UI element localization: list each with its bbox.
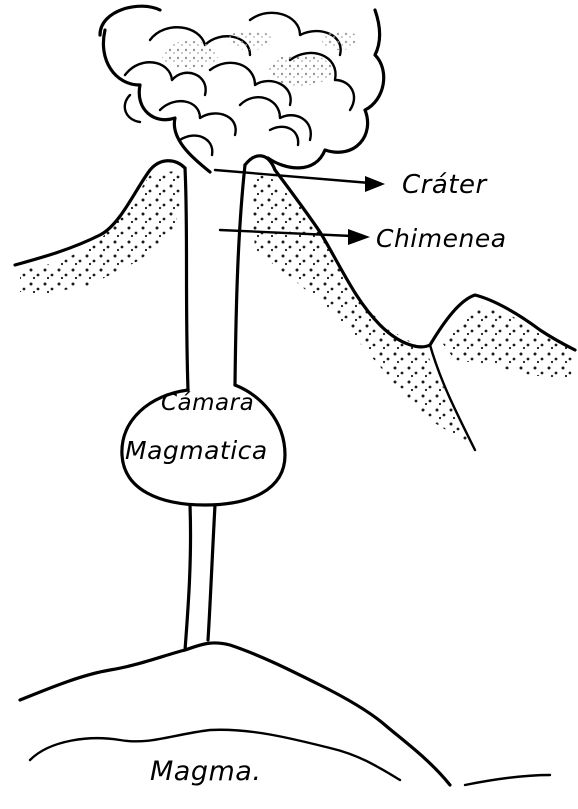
magma-chamber-label-line2: Magmatica	[125, 436, 268, 465]
crater-label: Cráter	[402, 170, 487, 200]
left-mountain	[15, 161, 185, 295]
feeder-pipe	[185, 505, 215, 650]
magma-chamber-label-line1: Cámara	[161, 390, 254, 416]
crater-arrow	[215, 170, 385, 192]
magma-label: Magma.	[150, 756, 261, 787]
chimenea-label: Chimenea	[376, 224, 507, 253]
chimney-conduit	[185, 165, 245, 390]
magma-reservoir	[20, 643, 550, 785]
ash-cloud	[100, 6, 384, 172]
